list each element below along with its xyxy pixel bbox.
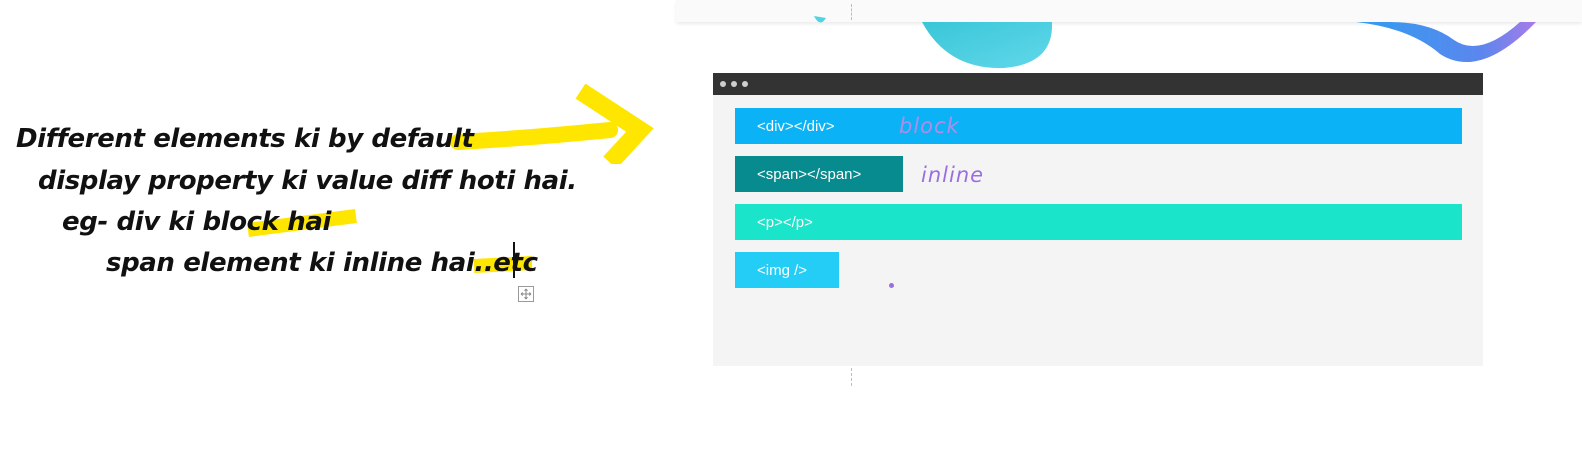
decorative-blob-gradient [1356,22,1536,63]
guide-line-top [851,4,852,20]
move-handle-icon[interactable] [518,286,534,302]
highlight-arrow [450,84,654,164]
span-element-box: <span></span> [735,156,903,192]
notes-panel: Different elements ki by default display… [0,0,700,452]
browser-window: <div></div> <span></span> <p></p> <img /… [713,73,1483,366]
inline-annotation: inline [921,163,985,187]
note-line-2: display property ki value diff hoti hai. [38,166,577,196]
p-element-label: <p></p> [757,213,813,231]
decorative-blob-small [814,16,826,23]
ink-dot [889,283,894,288]
img-element-box: <img /> [735,252,839,288]
note-line-4: span element ki inline hai..etc [106,248,538,278]
window-dot-icon [720,81,726,87]
div-element-box: <div></div> [735,108,1462,144]
guide-line-bottom [851,368,852,386]
span-element-label: <span></span> [757,165,862,183]
block-annotation: block [899,114,960,138]
highlight-block-hai [247,209,357,237]
window-dot-icon [731,81,737,87]
slide-header-strip [676,0,1582,22]
p-element-box: <p></p> [735,204,1462,240]
decorative-blob-teal [922,22,1053,69]
highlight-etc [473,256,533,273]
note-line-3: eg- div ki block hai [62,207,331,237]
window-dot-icon [742,81,748,87]
text-cursor [513,242,515,278]
note-line-1: Different elements ki by default [16,124,474,154]
img-element-label: <img /> [757,261,808,279]
div-element-label: <div></div> [757,117,835,135]
window-titlebar [713,73,1483,95]
